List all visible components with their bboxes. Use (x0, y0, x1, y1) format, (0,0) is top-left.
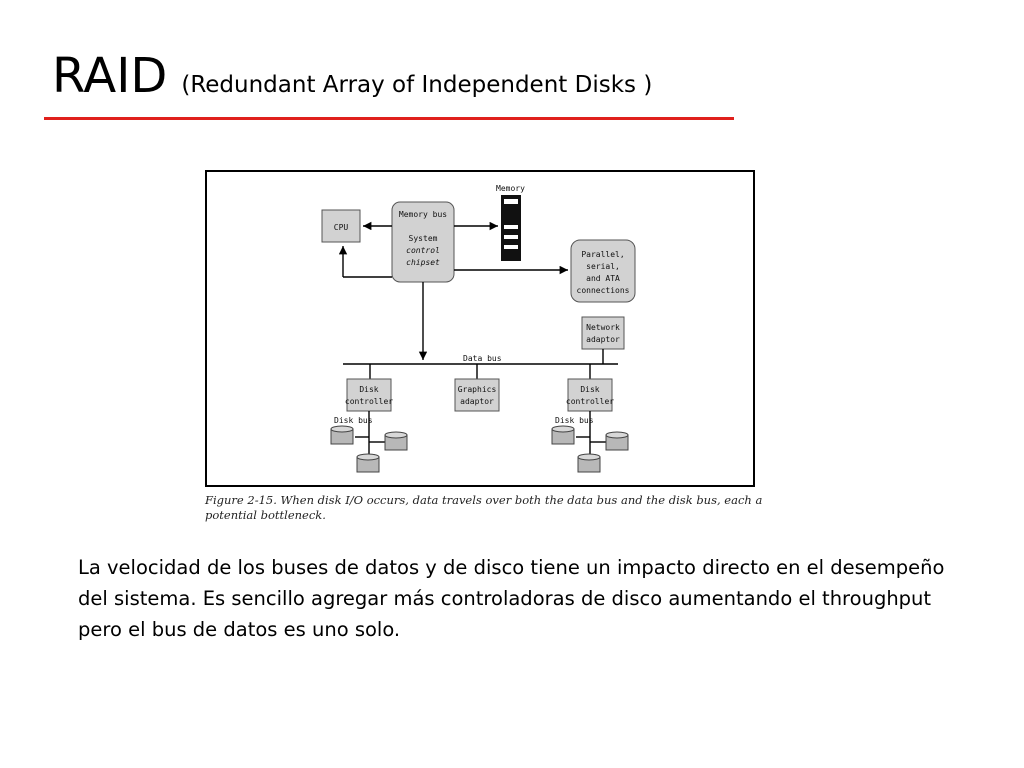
memory-slot (504, 235, 518, 239)
disk-controller-right (567, 378, 613, 412)
label-disk-controller: Disk (359, 385, 378, 394)
label-io: connections (577, 286, 630, 295)
label-memory-bus: Memory bus (399, 210, 447, 219)
label-chipset: System (409, 234, 438, 243)
io-connections-box (570, 239, 636, 303)
slide-title: RAID (Redundant Array of Independent Disk… (52, 48, 652, 104)
title-subtitle: (Redundant Array of Independent Disks ) (181, 72, 653, 98)
raid-diagram: Memory CPU Memory bus System control chi… (205, 170, 755, 487)
cpu-box (321, 209, 361, 243)
title-underline (44, 117, 734, 120)
memory-slot (504, 245, 518, 249)
network-adaptor-box (581, 316, 625, 350)
label-graphics: Graphics (458, 385, 497, 394)
body-paragraph: La velocidad de los buses de datos y de … (78, 556, 945, 641)
label-disk-controller: controller (566, 397, 614, 406)
label-network: Network (586, 323, 620, 332)
label-network: adaptor (586, 335, 620, 344)
label-disk-controller: controller (345, 397, 393, 406)
label-memory: Memory (496, 184, 525, 193)
label-disk-controller: Disk (580, 385, 599, 394)
memory-slot (504, 199, 518, 204)
label-disk-bus: Disk bus (334, 416, 373, 425)
figure-frame (205, 170, 755, 487)
label-graphics: adaptor (460, 397, 494, 406)
title-main: RAID (52, 48, 168, 104)
label-data-bus: Data bus (463, 354, 502, 363)
disk-icon (330, 425, 354, 445)
disk-icon (356, 453, 380, 473)
label-chipset: chipset (406, 258, 440, 267)
disk-icon (605, 431, 629, 451)
memory-slot (504, 225, 518, 229)
label-cpu: CPU (334, 223, 349, 232)
disk-icon (384, 431, 408, 451)
graphics-adaptor-box (454, 378, 500, 412)
label-io: and ATA (586, 274, 620, 283)
label-io: serial, (586, 262, 620, 271)
disk-icon (551, 425, 575, 445)
label-disk-bus: Disk bus (555, 416, 594, 425)
label-chipset: control (406, 246, 440, 255)
disk-controller-left (346, 378, 392, 412)
label-io: Parallel, (581, 250, 624, 259)
figure-caption: Figure 2-15. When disk I/O occurs, data … (205, 493, 763, 522)
figure: Memory CPU Memory bus System control chi… (195, 165, 765, 530)
disk-icon (577, 453, 601, 473)
